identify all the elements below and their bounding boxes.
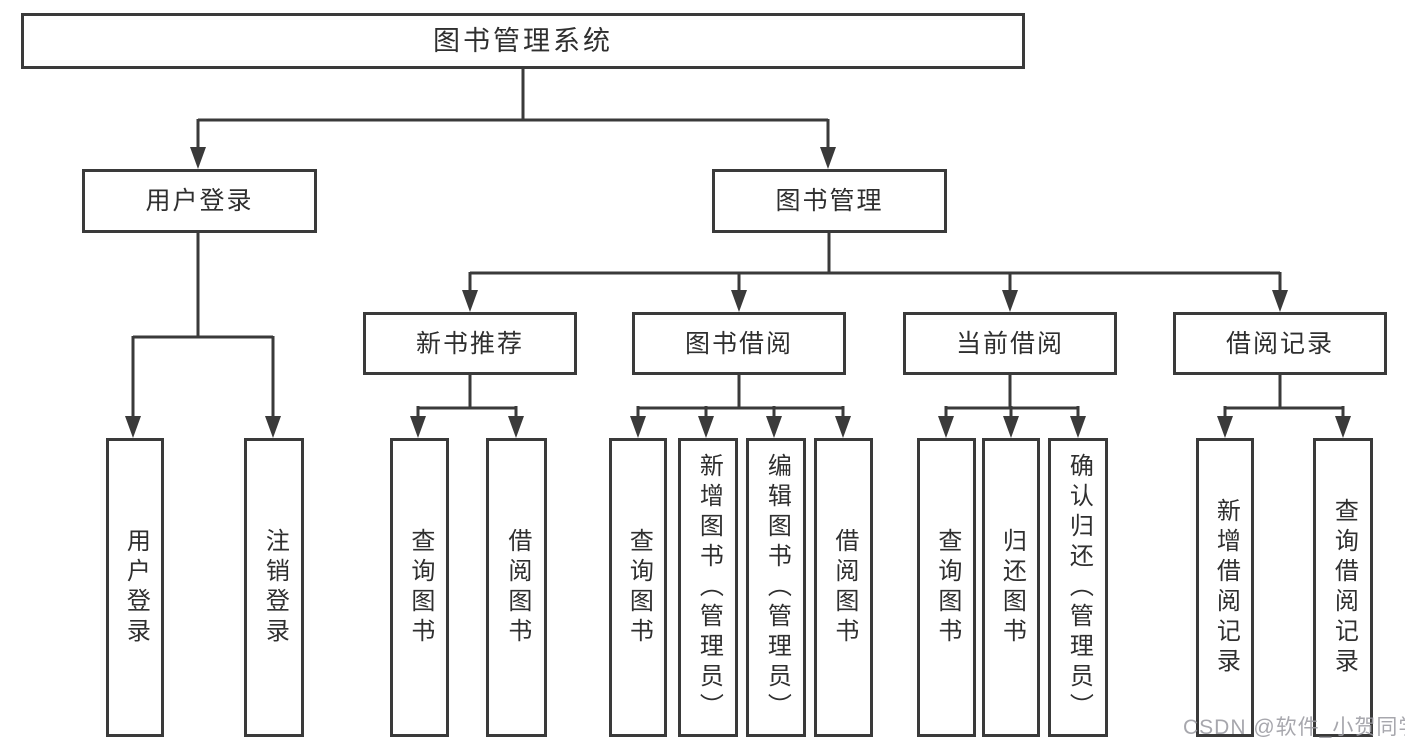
leaf-return-book: 归还图书 xyxy=(982,438,1040,737)
leaf-add-book-admin: 新增图书（管理员） xyxy=(678,438,738,737)
node-borrow-records: 借阅记录 xyxy=(1173,312,1387,375)
csdn-watermark: CSDN @软件_小贺同学 xyxy=(1183,716,1405,739)
leaf-query-book-borrow: 查询图书 xyxy=(609,438,667,737)
leaf-user-login: 用户登录 xyxy=(106,438,164,737)
node-new-book-recommend: 新书推荐 xyxy=(363,312,577,375)
leaf-query-borrow-record: 查询借阅记录 xyxy=(1313,438,1373,737)
node-user-login: 用户登录 xyxy=(82,169,317,233)
leaf-query-book-recommend: 查询图书 xyxy=(390,438,449,737)
leaf-borrow-book: 借阅图书 xyxy=(814,438,873,737)
node-book-management: 图书管理 xyxy=(712,169,947,233)
leaf-logout: 注销登录 xyxy=(244,438,304,737)
leaf-edit-book-admin: 编辑图书（管理员） xyxy=(746,438,806,737)
arrow-heads xyxy=(125,147,1351,438)
leaf-confirm-return-admin: 确认归还（管理员） xyxy=(1048,438,1108,737)
node-current-borrow: 当前借阅 xyxy=(903,312,1117,375)
node-system-root: 图书管理系统 xyxy=(21,13,1025,69)
leaf-query-book-current: 查询图书 xyxy=(917,438,976,737)
tree-edges xyxy=(131,69,1345,420)
leaf-add-borrow-record: 新增借阅记录 xyxy=(1196,438,1254,737)
leaf-borrow-book-recommend: 借阅图书 xyxy=(486,438,547,737)
node-book-borrow: 图书借阅 xyxy=(632,312,846,375)
